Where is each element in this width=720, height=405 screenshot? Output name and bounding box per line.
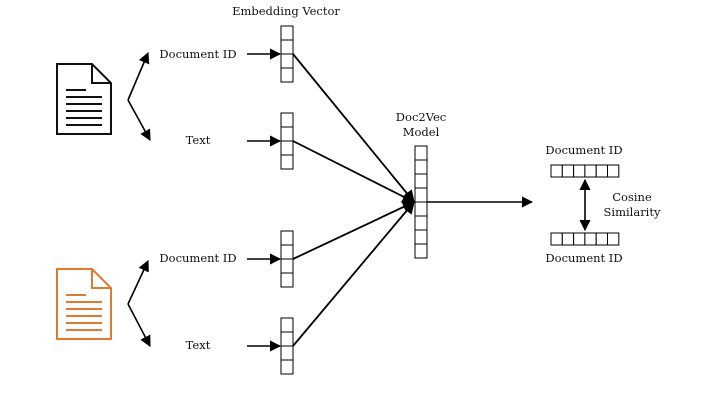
embedding-vector-doc1-id — [280, 25, 294, 83]
doc1-text-label: Text — [186, 133, 211, 147]
doc1-id-label: Document ID — [159, 47, 236, 61]
split-arrows-doc2 — [127, 259, 151, 347]
cosine-similarity-label-line1: Cosine — [612, 190, 652, 204]
embedding-vector-doc2-text — [280, 317, 294, 375]
input-to-vector-arrows — [247, 48, 282, 352]
doc2vec-model-vector — [414, 145, 428, 259]
split-arrows-doc1 — [127, 51, 151, 141]
document-icon-orange — [56, 268, 112, 340]
output-top-label: Document ID — [545, 143, 622, 157]
embedding-vector-doc1-text — [280, 112, 294, 170]
output-vector-bottom — [550, 232, 620, 246]
embedding-vector-doc2-id — [280, 230, 294, 288]
embedding-vector-title: Embedding Vector — [232, 4, 340, 18]
cosine-similarity-label-line2: Similarity — [604, 205, 661, 219]
model-label-line1: Doc2Vec — [396, 110, 446, 124]
model-label-line2: Model — [403, 125, 440, 139]
document-icon-black — [56, 63, 112, 135]
output-vector-top — [550, 164, 620, 178]
doc2-id-label: Document ID — [159, 251, 236, 265]
doc2-text-label: Text — [186, 338, 211, 352]
vector-to-model-lines — [292, 53, 416, 347]
output-bottom-label: Document ID — [545, 251, 622, 265]
